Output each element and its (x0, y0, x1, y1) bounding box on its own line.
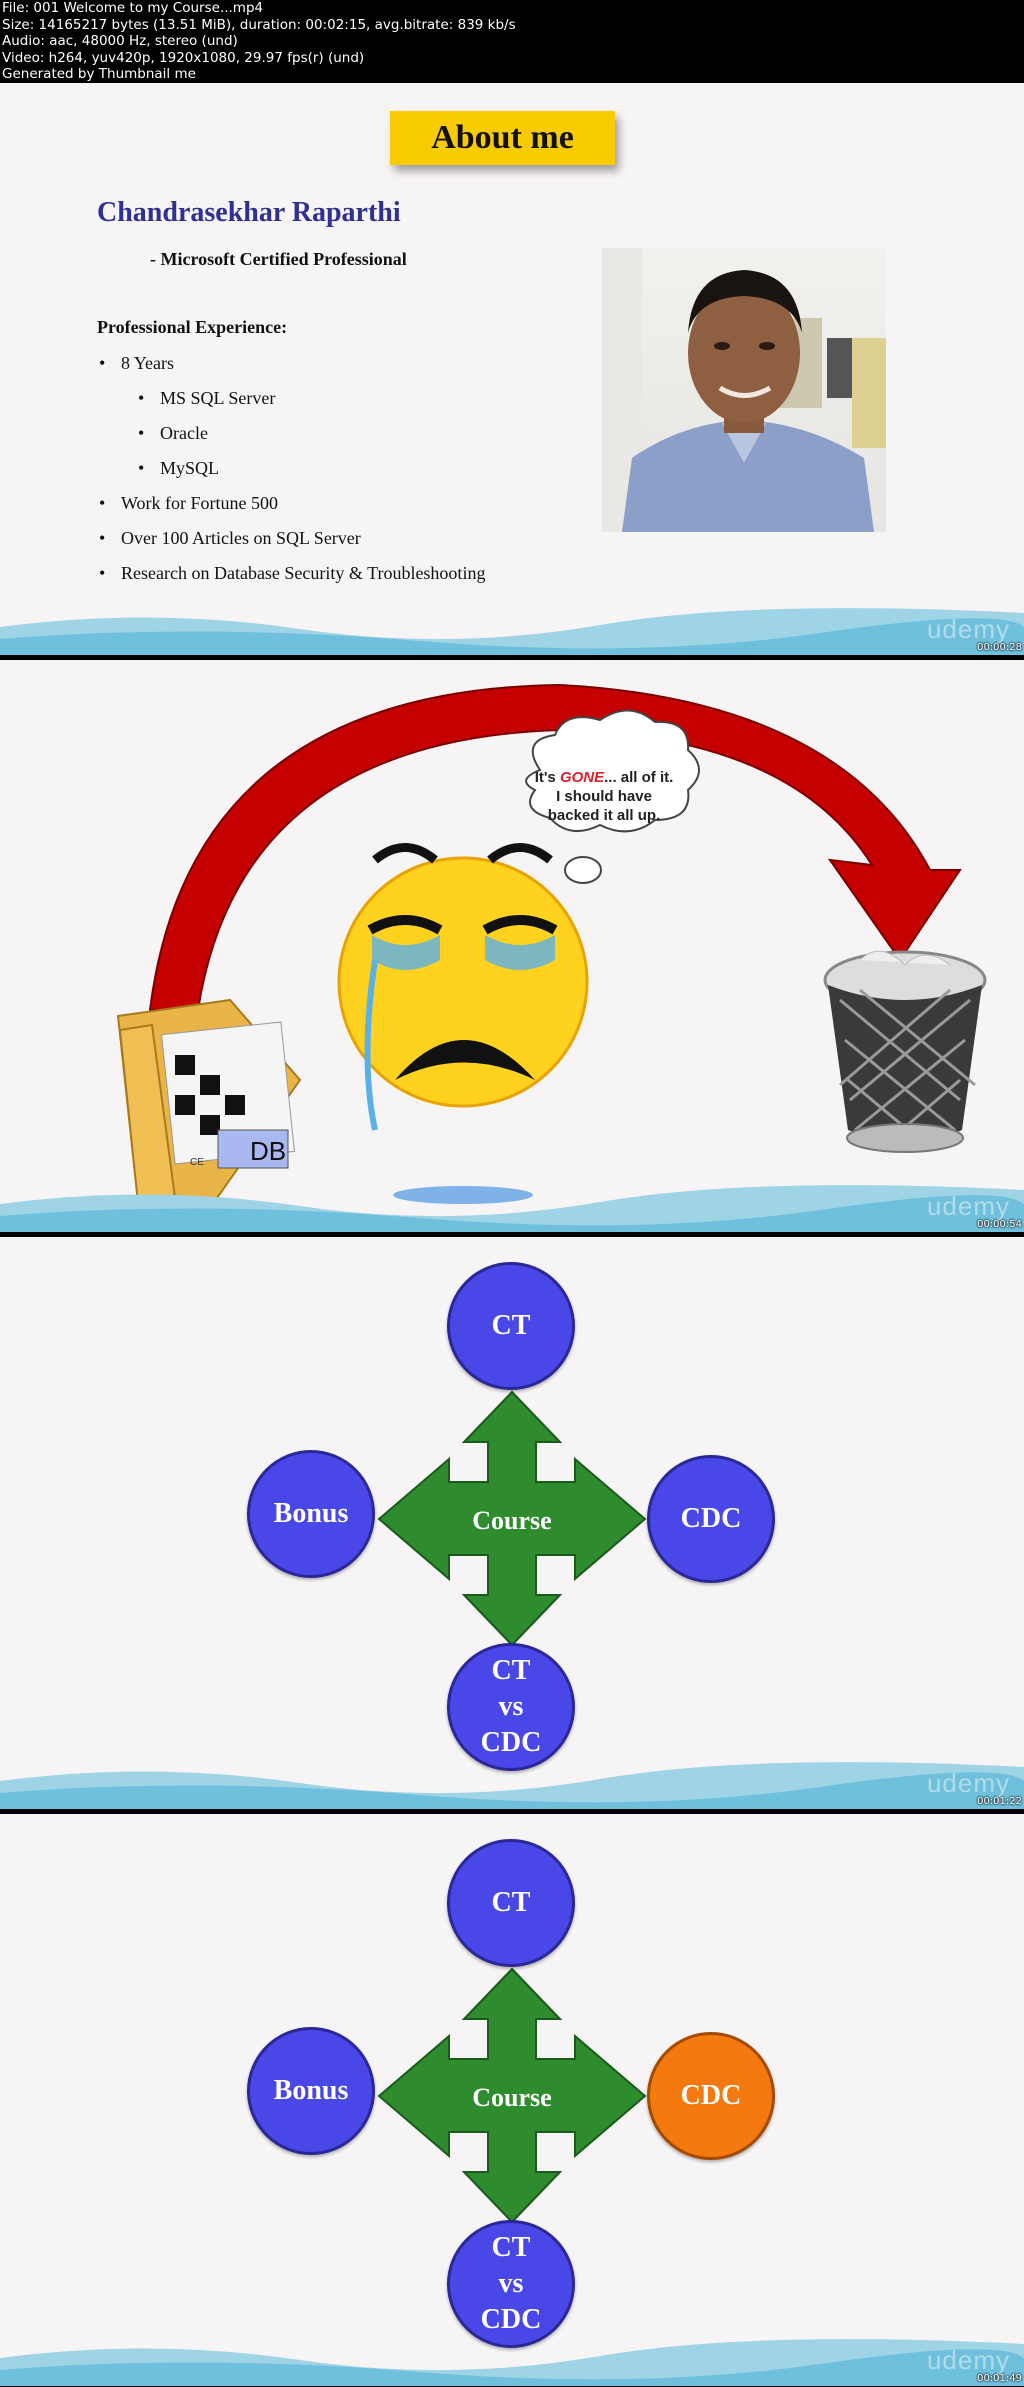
udemy-watermark: udemy (926, 614, 1010, 644)
thought-cloud-small (564, 856, 602, 884)
about-me-title: About me (390, 111, 615, 165)
video-line: Video: h264, yuv420p, 1920x1080, 29.97 f… (2, 49, 365, 66)
frame-about-me: About me Chandrasekhar Raparthi - Micros… (0, 83, 1024, 655)
trash-can-icon (823, 950, 987, 1153)
generator-line: Generated by Thumbnail me (2, 66, 196, 82)
ct-vs-cdc-line-1: CT (491, 1655, 531, 1686)
ct-vs-cdc-line-2: vs (498, 1691, 524, 1722)
presenter-credential: - Microsoft Certified Professional (150, 249, 407, 269)
ct-vs-cdc-line-3: CDC (480, 2304, 542, 2335)
course-label: Course (472, 1506, 552, 1535)
database-folder-icon (116, 998, 302, 1224)
udemy-watermark: udemy (926, 1191, 1010, 1221)
wave-decoration (0, 608, 1024, 655)
bonus-circle: Bonus (247, 1450, 375, 1578)
experience-heading: Professional Experience: (97, 317, 288, 337)
udemy-watermark: udemy (926, 1768, 1010, 1798)
size-line: Size: 14165217 bytes (13.51 MiB), durati… (2, 16, 516, 33)
ct-circle: CT (447, 1262, 575, 1390)
frame-data-loss: DB CE (0, 660, 1024, 1232)
thought-text: It's GONE... all of it. I should have ba… (528, 768, 680, 825)
frame-course-diagram: CT Bonus CDC CT vs CDC Course udemy 00:0… (0, 1237, 1024, 1809)
file-line: File: 001 Welcome to my Course...mp4 (2, 0, 264, 16)
thought-bubble (525, 709, 700, 833)
audio-line: Audio: aac, 48000 Hz, stereo (und) (2, 33, 238, 49)
frame-timestamp: 00:00:54 (977, 1219, 1022, 1230)
red-arrow-icon (148, 683, 962, 1011)
ct-circle: CT (447, 1839, 575, 1967)
thought-gone: GONE (559, 769, 605, 786)
ct-vs-cdc-circle: CT vs CDC (447, 1643, 575, 1771)
list-item: Oracle (138, 423, 208, 444)
thought-pre: It's (534, 769, 560, 786)
ct-vs-cdc-circle: CT vs CDC (447, 2220, 575, 2348)
db-label: DB (250, 1136, 286, 1166)
udemy-watermark: udemy (926, 2345, 1010, 2375)
list-item: 8 Years (99, 353, 174, 374)
ct-vs-cdc-line-3: CDC (480, 1727, 542, 1758)
db-small-label: CE (190, 1157, 204, 1168)
course-label: Course (472, 2083, 552, 2112)
data-loss-illustration: DB CE (0, 683, 1024, 1232)
cdc-circle: CDC (647, 1455, 775, 1583)
list-item: MS SQL Server (138, 388, 275, 409)
cdc-circle-highlighted: CDC (647, 2032, 775, 2160)
ct-vs-cdc-line-2: vs (498, 2268, 524, 2299)
frame-timestamp: 00:01:49 (977, 2373, 1022, 2384)
list-item: Work for Fortune 500 (99, 493, 278, 514)
frame-timestamp: 00:00:28 (977, 642, 1022, 653)
presenter-photo (602, 248, 886, 532)
list-item: Research on Database Security & Troubles… (99, 563, 485, 584)
frame-timestamp: 00:01:22 (977, 1796, 1022, 1807)
frame-course-diagram-cdc: CT Bonus CDC CT vs CDC Course udemy 00:0… (0, 1814, 1024, 2386)
thought-post: ... all of it. (604, 769, 674, 786)
list-item: MySQL (138, 458, 219, 479)
ct-vs-cdc-line-1: CT (491, 2232, 531, 2263)
list-item: Over 100 Articles on SQL Server (99, 528, 361, 549)
video-info-header: File: 001 Welcome to my Course...mp4 Siz… (0, 0, 1024, 83)
bonus-circle: Bonus (247, 2027, 375, 2155)
crying-face-icon (337, 843, 589, 1204)
thought-line-2: I should have (556, 788, 652, 805)
thought-line-3: backed it all up. (547, 807, 661, 824)
presenter-name: Chandrasekhar Raparthi (97, 197, 401, 228)
